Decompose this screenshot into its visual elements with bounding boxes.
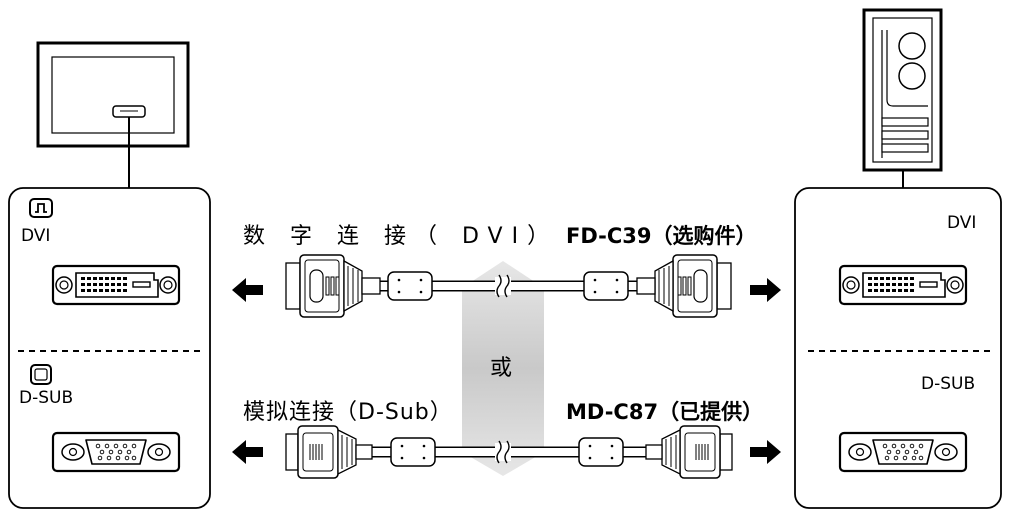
monitor-dvi-port [51,264,181,306]
left-dsub-label: D-SUB [19,388,74,408]
dvi-cable-connector-icon [636,254,732,318]
pc-tower-icon [862,8,943,172]
pc-dsub-port [838,431,968,473]
dsub-port-symbol-icon [30,364,52,385]
or-separator: 或 [490,356,513,381]
arrow-right-icon [750,278,781,302]
digital-cable-model: FD-C39（选购件） [566,224,757,248]
ferrite-core-icon [390,437,436,467]
right-dvi-label: DVI [947,213,977,233]
ferrite-core-icon [583,271,629,301]
dsub-cable-connector-icon [645,425,733,479]
dvi-port-symbol-icon [29,198,53,218]
digital-connection-caption: 数 字 连 接（ DVI） [243,224,559,249]
arrow-left-icon [232,278,263,302]
alternative-band [462,261,544,476]
dsub-cable [285,425,733,479]
cable-break-icon [494,440,512,464]
ferrite-core-icon [578,437,624,467]
cable-break-icon [494,274,512,298]
dvi-cable [285,254,732,318]
right-dsub-label: D-SUB [921,374,976,394]
dsub-cable-connector-icon [285,425,373,479]
arrow-left-icon [232,440,263,464]
analog-cable-model: MD-C87（已提供） [566,400,764,424]
ferrite-core-icon [387,271,433,301]
analog-connection-caption: 模拟连接（D-Sub） [243,400,453,425]
arrow-right-icon [750,440,781,464]
monitor-dsub-port [51,431,181,473]
pc-dvi-port [838,264,968,306]
monitor-icon [36,41,190,148]
dvi-cable-connector-icon [285,254,381,318]
left-dvi-label: DVI [21,226,51,246]
